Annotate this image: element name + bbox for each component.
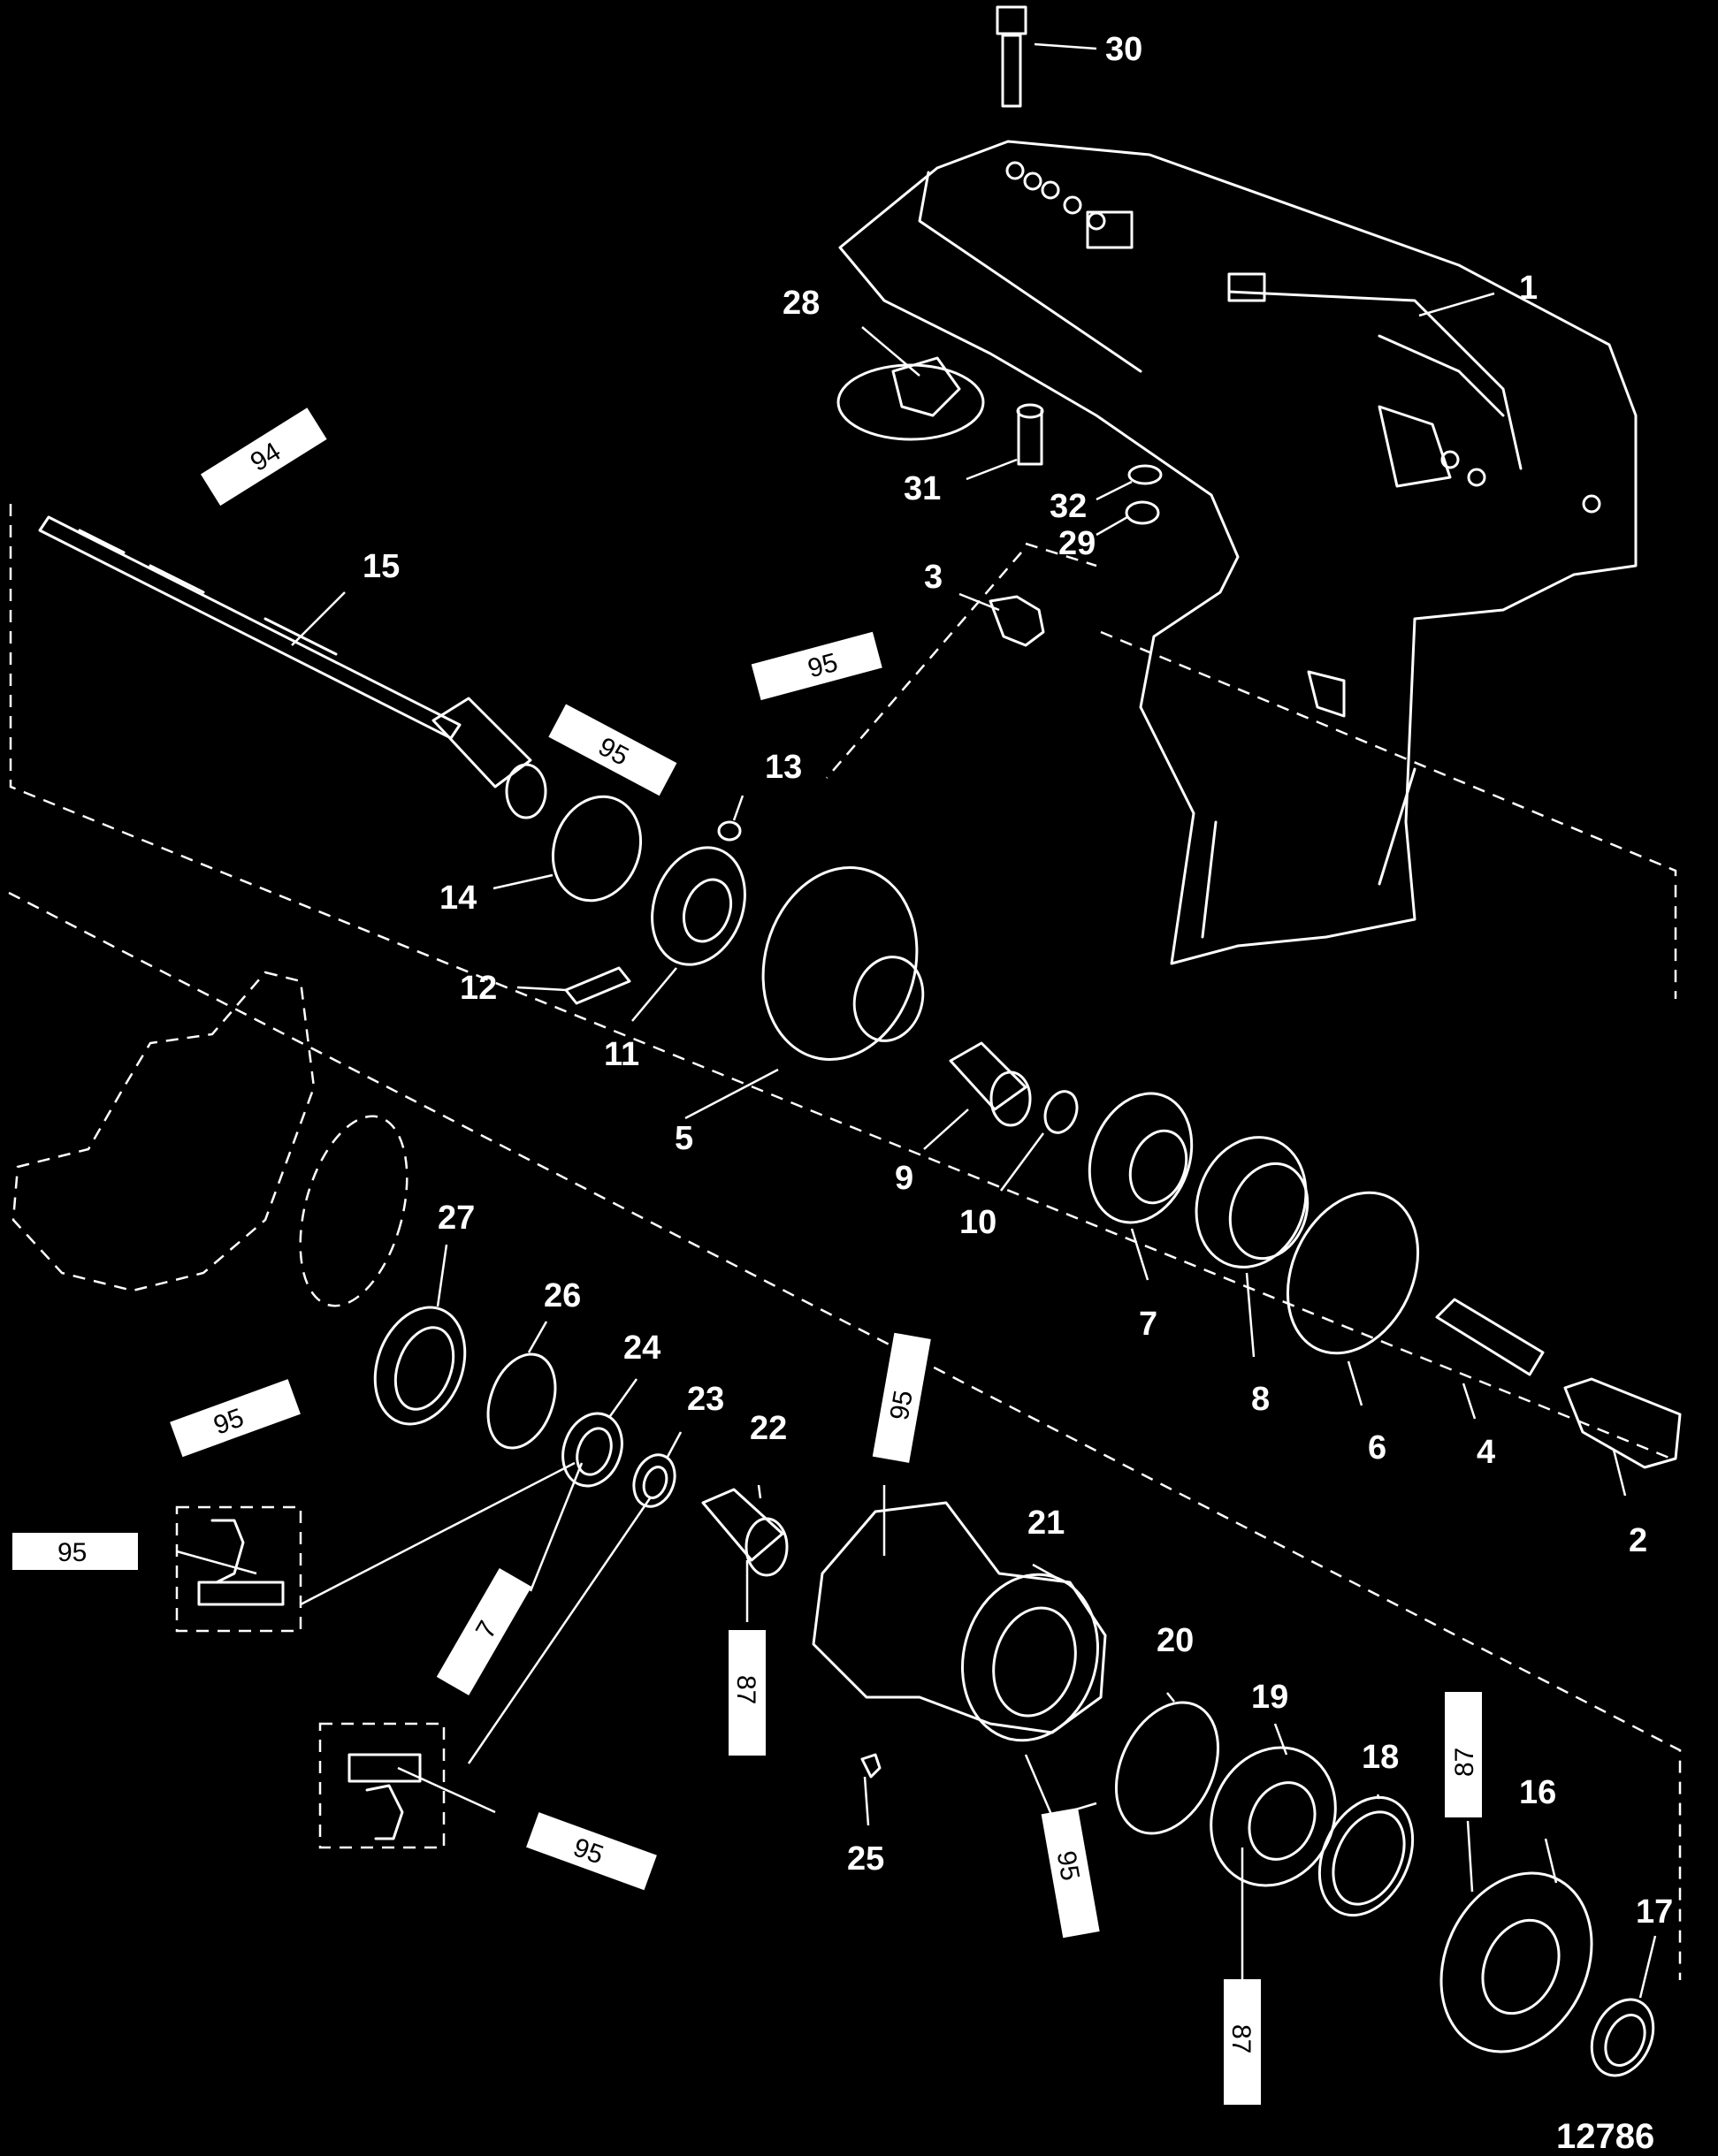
forward-gear-shim (1317, 1795, 1415, 1917)
sealant-tube-95-d: 95 (12, 1533, 138, 1570)
assembly-boundary-lines (8, 504, 1682, 1980)
tube-label: 87 (1226, 2024, 1256, 2053)
tapered-bearing-cup (1210, 1746, 1337, 1887)
callout-29: 29 (1058, 525, 1096, 562)
callout-9: 9 (895, 1160, 913, 1197)
callout-20: 20 (1157, 1622, 1194, 1659)
key (860, 1753, 882, 1779)
callout-19: 19 (1251, 1679, 1288, 1716)
sealant-tube-94: 94 (200, 408, 327, 507)
bearing-carrier (812, 1501, 1107, 1742)
callout-2: 2 (1629, 1522, 1647, 1559)
tube-label: 87 (1450, 1748, 1479, 1777)
callout-5: 5 (675, 1120, 693, 1157)
callout-22: 22 (750, 1410, 787, 1447)
callout-27: 27 (438, 1200, 475, 1237)
forward-gear (1439, 1871, 1593, 2053)
needle-bearing (949, 1041, 1032, 1127)
callout-labels: 1 2 3 4 5 6 7 8 9 10 11 12 13 14 15 16 1… (363, 31, 1673, 1931)
callout-16: 16 (1519, 1774, 1556, 1811)
gear-housing (838, 140, 1638, 965)
clutch (651, 846, 746, 966)
sealant-tube-87-b: 87 (1224, 1979, 1261, 2105)
sealant-tube-95-a: 95 (751, 631, 882, 701)
callout-31: 31 (904, 470, 941, 507)
sealant-tube-95-c: 95 (170, 1379, 301, 1458)
callout-23: 23 (687, 1381, 724, 1418)
callout-14: 14 (439, 880, 477, 917)
callout-4: 4 (1477, 1434, 1495, 1471)
callout-10: 10 (959, 1204, 996, 1241)
detail-insets (175, 1505, 446, 1849)
carrier-needle-bearing (701, 1488, 789, 1577)
anode-fasteners (1016, 403, 1163, 525)
callout-32: 32 (1050, 488, 1087, 525)
retaining-ring (1043, 1090, 1079, 1134)
cam-follower (1563, 1377, 1682, 1469)
detent-pin (717, 820, 742, 842)
sealant-tube-87-c: 87 (1445, 1692, 1482, 1817)
inner-seal (632, 1453, 676, 1508)
sealant-tube-95-b: 95 (548, 704, 677, 796)
callout-24: 24 (623, 1329, 660, 1367)
callout-7: 7 (1139, 1306, 1157, 1343)
callout-18: 18 (1362, 1739, 1399, 1776)
callout-17: 17 (1636, 1893, 1673, 1931)
drawing-reference-number: 12786 (1556, 2117, 1654, 2156)
thrust-hub-race (373, 1306, 467, 1426)
sealant-tube-95-f: 95 (526, 1812, 657, 1891)
callout-3: 3 (924, 559, 943, 596)
cross-pin (564, 966, 631, 1005)
callout-12: 12 (460, 970, 497, 1007)
shift-shaft (1435, 1298, 1545, 1376)
propeller (11, 971, 409, 1307)
callout-28: 28 (783, 285, 820, 322)
callout-21: 21 (1027, 1505, 1065, 1542)
callout-26: 26 (544, 1277, 581, 1314)
tube-label: 95 (1051, 1848, 1085, 1883)
oil-seal (561, 1412, 623, 1488)
callout-6: 6 (1368, 1429, 1386, 1467)
thrust-ring (551, 795, 643, 903)
reverse-gear (761, 865, 925, 1062)
tube-label: 95 (885, 1388, 919, 1422)
callout-25: 25 (847, 1840, 884, 1878)
bearing-race (1195, 1136, 1309, 1268)
callout-15: 15 (363, 548, 400, 585)
callout-8: 8 (1251, 1381, 1270, 1418)
tube-label: 87 (731, 1675, 760, 1704)
propeller-shaft (38, 515, 547, 819)
callout-11: 11 (604, 1036, 639, 1073)
callout-13: 13 (765, 749, 802, 786)
trim-tab-anode (836, 356, 985, 441)
tapered-bearing (1088, 1092, 1194, 1224)
tab-washer (486, 1352, 557, 1450)
callout-1: 1 (1519, 270, 1538, 307)
leader-lines (176, 42, 1657, 1999)
carrier-o-ring (1114, 1701, 1220, 1835)
callout-30: 30 (1105, 31, 1142, 68)
sealant-tube-87-a: 87 (729, 1630, 766, 1756)
shim (1286, 1191, 1420, 1355)
sealant-tube-95-g: 95 (1041, 1808, 1100, 1939)
sealant-tube-7: 7 (436, 1567, 532, 1695)
sealant-tube-95-e: 95 (872, 1332, 931, 1463)
forward-gear-bearing (1590, 1998, 1655, 2077)
tube-label: 95 (57, 1538, 87, 1567)
housing-bolt (996, 5, 1027, 108)
shift-cam (989, 595, 1045, 647)
